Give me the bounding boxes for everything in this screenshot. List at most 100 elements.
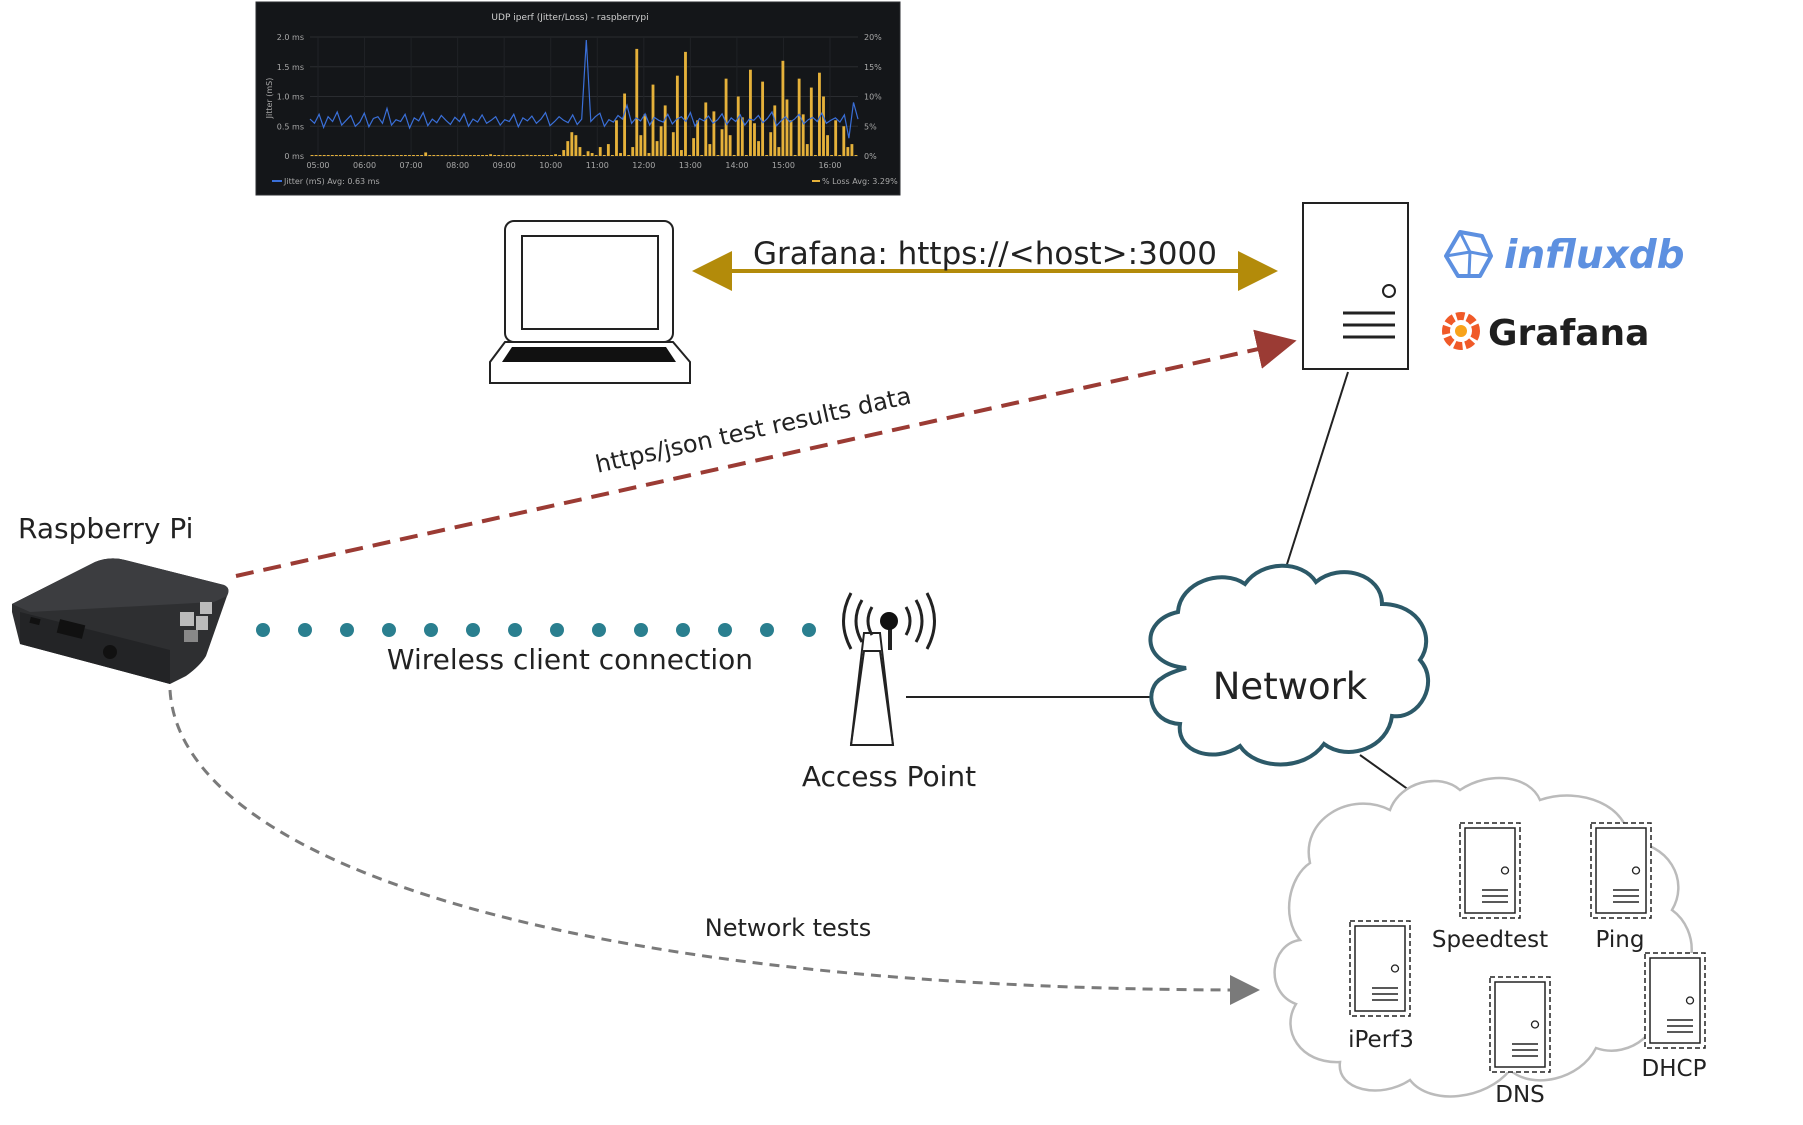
chart-x-tick-label: 14:00 — [725, 161, 748, 170]
loss-bar — [521, 155, 525, 156]
loss-bar — [537, 155, 541, 156]
loss-bar — [769, 132, 773, 156]
loss-bar — [773, 105, 777, 156]
loss-bar — [639, 135, 643, 156]
loss-bar — [781, 60, 785, 156]
loss-bar — [420, 155, 424, 156]
chart-right-axis-ticks: 0%5%10%15%20% — [864, 33, 882, 161]
loss-bar — [590, 153, 594, 156]
grafana-link: Grafana: https://<host>:3000 — [692, 236, 1278, 291]
chart-left-tick-label: 1.0 ms — [277, 93, 304, 102]
loss-bar — [468, 155, 472, 156]
dhcp-label: DHCP — [1642, 1056, 1707, 1082]
wireless-dot — [424, 623, 438, 637]
network-tests-label: Network tests — [705, 914, 871, 942]
loss-bar — [680, 150, 683, 156]
loss-bar — [529, 155, 533, 156]
loss-bar — [761, 81, 765, 156]
loss-bar — [667, 155, 671, 156]
loss-bar — [375, 155, 379, 156]
chart-x-tick-label: 05:00 — [306, 161, 329, 170]
loss-bar — [801, 114, 805, 156]
loss-bar — [412, 155, 415, 156]
json-results-link-label: https/json test results data — [593, 382, 914, 479]
loss-bar — [566, 141, 570, 156]
loss-bar — [505, 155, 509, 156]
loss-bar — [842, 126, 846, 156]
loss-bar — [322, 155, 326, 156]
grafana-logo-text: Grafana — [1488, 313, 1649, 354]
chart-x-tick-label: 09:00 — [493, 161, 516, 170]
chart-right-tick-label: 5% — [864, 122, 877, 131]
raspberry-pi-label: Raspberry Pi — [18, 512, 193, 545]
loss-bar — [578, 147, 582, 156]
legend-jitter-label: Jitter (mS) Avg: 0.63 ms — [283, 177, 380, 186]
loss-bar — [371, 155, 375, 156]
loss-bar — [391, 155, 395, 156]
chart-title: UDP iperf (Jitter/Loss) - raspberrypi — [491, 13, 648, 23]
loss-bar — [379, 155, 383, 156]
loss-bar — [712, 111, 716, 156]
loss-bar — [805, 144, 809, 156]
loss-bar — [351, 155, 355, 156]
loss-bar — [339, 155, 342, 156]
loss-bar — [793, 155, 797, 156]
loss-bar — [720, 129, 724, 156]
loss-bar — [574, 135, 578, 156]
loss-bar — [716, 155, 720, 156]
network-tests-link: Network tests — [168, 689, 1260, 1005]
wireless-link-label: Wireless client connection — [387, 643, 753, 676]
loss-bar — [432, 155, 436, 156]
wireless-dot — [508, 623, 522, 637]
loss-bar — [582, 155, 586, 156]
wireless-dot — [634, 623, 648, 637]
loss-bar — [355, 155, 359, 156]
chart-x-tick-label: 11:00 — [586, 161, 609, 170]
loss-bar — [408, 155, 411, 156]
chart-x-tick-label: 06:00 — [353, 161, 376, 170]
loss-bar — [728, 135, 732, 156]
wireless-dot — [802, 623, 816, 637]
wireless-dot — [550, 623, 564, 637]
loss-bar — [448, 155, 452, 156]
dhcp-server-icon — [1644, 952, 1706, 1049]
loss-bar — [318, 155, 322, 156]
grafana-link-label: Grafana: https://<host>:3000 — [753, 236, 1217, 272]
loss-bar — [525, 154, 529, 156]
loss-bar — [343, 155, 346, 156]
influxdb-logo: influxdb — [1444, 230, 1685, 278]
loss-bar — [696, 120, 700, 156]
loss-bar — [704, 102, 708, 156]
loss-bar — [631, 147, 635, 156]
grafana-dashboard-chart: UDP iperf (Jitter/Loss) - raspberrypi 0 … — [255, 1, 901, 196]
loss-bar — [659, 126, 663, 156]
loss-bar — [314, 155, 318, 156]
loss-bar — [403, 155, 407, 156]
loss-bar — [594, 155, 598, 156]
ping-server-icon — [1590, 822, 1652, 919]
wireless-dot — [340, 623, 354, 637]
loss-bar — [615, 120, 618, 156]
loss-bar — [558, 155, 562, 156]
loss-bar — [838, 155, 842, 156]
raspberry-pi-icon — [12, 558, 229, 684]
chart-right-tick-label: 0% — [864, 152, 877, 161]
loss-bar — [456, 155, 460, 156]
chart-right-tick-label: 20% — [864, 33, 882, 42]
loss-bar — [586, 151, 590, 156]
wireless-dot — [760, 623, 774, 637]
loss-bar — [330, 155, 334, 156]
wireless-dot — [298, 623, 312, 637]
loss-bar — [854, 155, 858, 156]
loss-bar — [822, 96, 825, 156]
loss-bar — [347, 155, 350, 156]
loss-bar — [757, 141, 760, 156]
loss-bar — [428, 155, 432, 156]
jitter-line — [309, 39, 859, 139]
loss-bar — [688, 155, 691, 156]
loss-bar — [684, 51, 687, 156]
loss-bar — [541, 155, 545, 156]
access-point-icon — [842, 592, 936, 746]
loss-bar — [606, 144, 610, 156]
